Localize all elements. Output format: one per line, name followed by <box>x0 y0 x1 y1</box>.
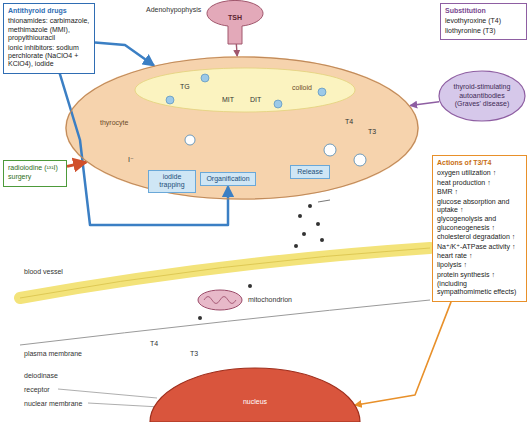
label-text: Adenohypophysis <box>146 6 201 14</box>
node-text: lipolysis ↑ <box>437 261 522 269</box>
node-text: glucose absorption and uptake ↑ <box>437 198 522 215</box>
label-text: mitochondrion <box>248 296 292 304</box>
label-text: deiodinase <box>24 372 58 380</box>
process-box: Organification <box>200 172 256 186</box>
label-text: DIT <box>250 96 261 104</box>
node-text: thyrocyte <box>100 119 128 127</box>
node-text: levothyroxine (T4) <box>445 17 522 25</box>
nucleus-dome <box>150 368 360 422</box>
pituitary-shape-outline <box>205 4 265 44</box>
actions-box: Actions of T3/T4 oxygen utilization ↑ heat… <box>432 155 527 302</box>
label-text: T4 <box>150 340 158 348</box>
heading-text: Substitution <box>445 7 522 15</box>
label-text: receptor <box>24 386 50 394</box>
node-text: cholesterol degradation ↑ <box>437 233 522 241</box>
label-text: T4 <box>345 118 353 126</box>
node-text: nucleus <box>150 398 360 406</box>
release-tick <box>318 200 330 202</box>
mitochondrion-icon <box>198 290 242 310</box>
thyroglobulin-dot <box>318 88 326 96</box>
node-text: heat production ↑ <box>437 179 522 187</box>
label-text: MIT <box>222 96 234 104</box>
antibody-ellipse-ellipse <box>439 71 525 121</box>
leader-line <box>58 389 157 398</box>
hormone-dot <box>298 214 302 218</box>
node-text: TSH <box>205 14 265 22</box>
process-box: Release <box>290 165 330 179</box>
node-text: heart rate ↑ <box>437 252 522 260</box>
heading-text: Actions of T3/T4 <box>437 159 522 167</box>
node-text: BMR ↑ <box>437 188 522 196</box>
vesicle <box>185 135 195 145</box>
connector-arrow <box>410 102 439 106</box>
therapy-box: radioiodine (¹³¹I)surgery <box>3 160 67 187</box>
pituitary-shape: TSH <box>205 4 265 44</box>
leader-line <box>88 403 160 407</box>
node-text: Na⁺/K⁺-ATPase activity ↑ <box>437 243 522 251</box>
heading-text: Antithyroid drugs <box>8 7 90 15</box>
connector-arrow <box>236 44 238 56</box>
hormone-dot <box>294 244 298 248</box>
node-text: (including sympathomimetic effects) <box>437 280 522 297</box>
vesicle <box>324 144 336 156</box>
hormone-dot <box>320 238 324 242</box>
connector-arrow <box>67 162 86 166</box>
node-text: oxygen utilization ↑ <box>437 169 522 177</box>
hormone-dot <box>302 232 306 236</box>
label-text: I⁻ <box>128 156 134 164</box>
label-text: plasma membrane <box>24 350 82 358</box>
label-text: blood vessel <box>24 268 63 276</box>
node-text: iodide trapping <box>152 173 192 190</box>
mitochondrion-outline <box>198 290 242 310</box>
target-nucleus: nucleus <box>150 368 360 422</box>
hormone-dot <box>198 316 202 320</box>
vesicle <box>354 154 366 166</box>
node-text: glycogenolysis and gluconeogenesis ↑ <box>437 215 522 232</box>
node-text: colloid <box>292 84 312 92</box>
pituitary-outline-path <box>207 0 263 44</box>
label-text: nuclear membrane <box>24 400 82 408</box>
node-text: surgery <box>8 173 62 181</box>
colloid-region <box>135 68 355 112</box>
drug-box: Antithyroid drugs thionamides: carbimazol… <box>3 3 95 74</box>
node-text: protein synthesis ↑ <box>437 271 522 279</box>
thyroglobulin-dot <box>166 96 174 104</box>
label-text: T3 <box>368 128 376 136</box>
node-text: thyroid-stimulating autoantibodies (Grav… <box>452 83 512 108</box>
target-nucleus-outline <box>150 368 360 422</box>
heading-text: radioiodine (¹³¹I) <box>8 164 62 172</box>
hormone-dots <box>198 204 324 320</box>
mitochondrion-cristae <box>204 297 236 304</box>
node-text: thionamides: carbimazole, methimazole (M… <box>8 17 90 42</box>
node-text: Organification <box>204 175 252 183</box>
node-text: ionic inhibitors: sodium perchlorate (Na… <box>8 44 90 69</box>
follicle-cell-ellipse <box>66 57 418 199</box>
connector-arrow <box>95 42 154 65</box>
process-box: iodide trapping <box>148 170 196 193</box>
substitution-box: Substitution levothyroxine (T4) liothyroni… <box>440 3 527 40</box>
hormone-dot <box>248 284 252 288</box>
antibody-ellipse: thyroid-stimulating autoantibodies (Grav… <box>438 70 526 122</box>
hormone-dot <box>316 222 320 226</box>
connector-arrow <box>355 302 451 405</box>
follicle-cell-body <box>65 56 419 200</box>
node-text: Release <box>294 168 326 176</box>
thyroglobulin-dot <box>201 74 209 82</box>
label-text: T3 <box>190 350 198 358</box>
thyroglobulin-dot <box>274 100 282 108</box>
hormone-dot <box>308 204 312 208</box>
node-text: liothyronine (T3) <box>445 27 522 35</box>
label-text: TG <box>180 83 190 91</box>
